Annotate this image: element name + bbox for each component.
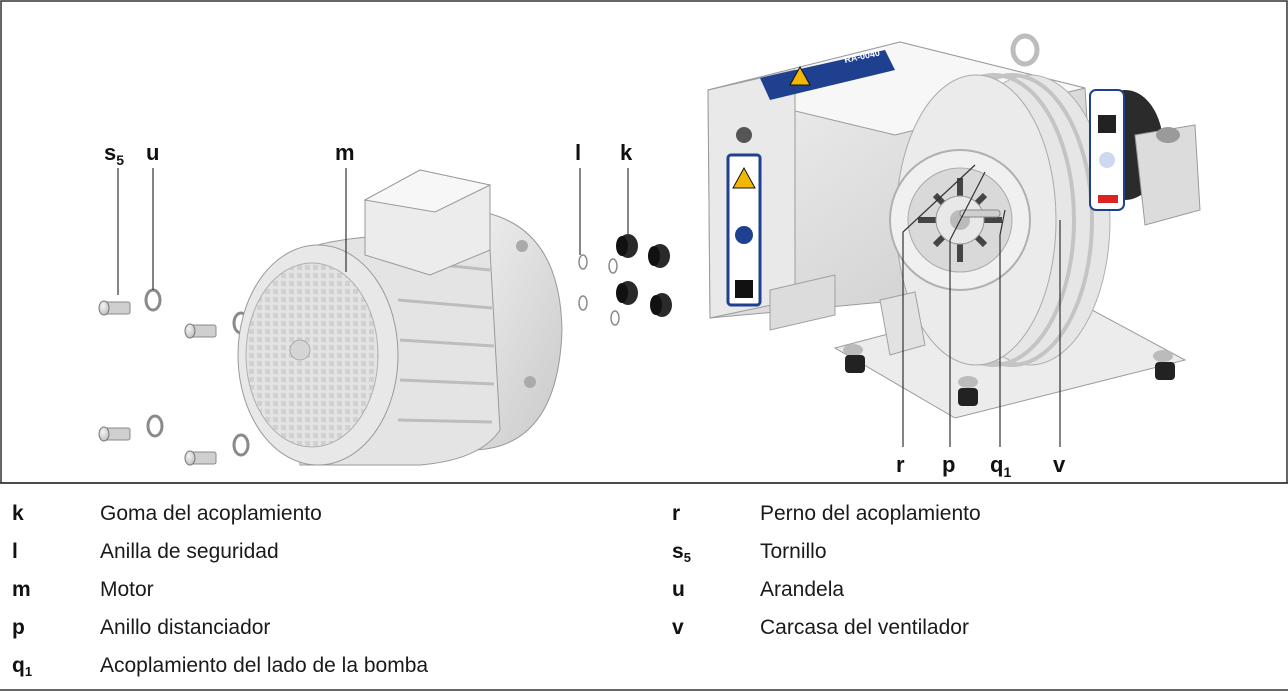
legend-letter-v: v xyxy=(672,616,684,639)
legend-text-u: Arandela xyxy=(760,578,844,601)
screws-and-washers xyxy=(98,288,250,466)
leader-r xyxy=(902,164,976,447)
legend-letter-u: u xyxy=(672,578,685,601)
legend-letter-s5: s5 xyxy=(672,540,691,565)
leader-p xyxy=(949,171,986,447)
callout-r: r xyxy=(896,452,905,477)
screw-1 xyxy=(98,300,131,316)
coupling-rubbers xyxy=(616,234,672,317)
screw-2 xyxy=(184,323,217,339)
washer-3 xyxy=(146,414,164,438)
legend-text-v: Carcasa del ventilador xyxy=(760,616,969,639)
legend: k Goma del acoplamiento l Anilla de segu… xyxy=(12,502,981,679)
legend-text-l: Anilla de seguridad xyxy=(100,540,279,563)
legend-text-q1: Acoplamiento del lado de la bomba xyxy=(100,654,428,677)
callout-v: v xyxy=(1053,452,1066,477)
legend-letter-q1: q1 xyxy=(12,654,32,679)
legend-letter-k: k xyxy=(12,502,24,525)
legend-text-s5: Tornillo xyxy=(760,540,827,563)
callout-s5: s5 xyxy=(104,140,124,168)
washer-4 xyxy=(232,433,250,457)
callout-q1: q1 xyxy=(990,452,1011,480)
screw-3 xyxy=(98,426,131,442)
legend-left: k Goma del acoplamiento l Anilla de segu… xyxy=(12,502,428,679)
callout-labels: s5 u m l k r p q1 v xyxy=(104,140,1066,480)
legend-text-p: Anillo distanciador xyxy=(100,616,270,639)
leader-q1 xyxy=(999,209,1006,447)
leader-lines xyxy=(117,164,1061,447)
legend-letter-r: r xyxy=(672,502,680,525)
callout-m: m xyxy=(335,140,355,165)
callout-k: k xyxy=(620,140,633,165)
legend-letter-p: p xyxy=(12,616,25,639)
callout-u: u xyxy=(146,140,159,165)
legend-text-k: Goma del acoplamiento xyxy=(100,502,322,525)
legend-letter-m: m xyxy=(12,578,31,601)
legend-text-m: Motor xyxy=(100,578,154,601)
retaining-rings xyxy=(578,254,620,326)
legend-letter-l: l xyxy=(12,540,18,563)
screw-4 xyxy=(184,450,217,466)
callout-p: p xyxy=(942,452,955,477)
motor xyxy=(237,169,563,466)
callout-l: l xyxy=(575,140,581,165)
legend-text-r: Perno del acoplamiento xyxy=(760,502,981,525)
legend-right: r Perno del acoplamiento s5 Tornillo u A… xyxy=(672,502,981,639)
